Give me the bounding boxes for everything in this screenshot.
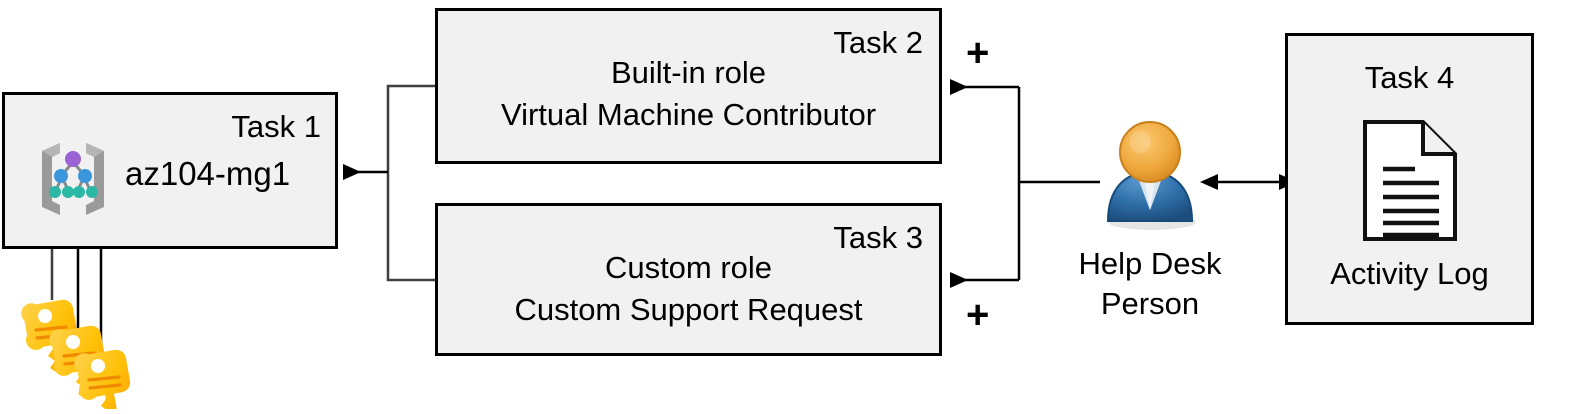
task2-label: Task 2 bbox=[833, 25, 923, 60]
plus-bottom: + bbox=[966, 293, 990, 337]
key-icon bbox=[74, 349, 131, 414]
task4-box[interactable]: Task 4 Activity Log bbox=[1285, 33, 1534, 325]
plus-top: + bbox=[966, 31, 990, 75]
document-icon bbox=[1361, 118, 1459, 243]
person-caption-line1: Help Desk bbox=[1078, 246, 1222, 281]
key-icon bbox=[21, 299, 78, 373]
management-group-icon bbox=[30, 135, 116, 217]
task2-line1: Built-in role bbox=[610, 55, 767, 90]
keys-group bbox=[14, 278, 144, 414]
task1-box[interactable]: Task 1 bbox=[2, 92, 338, 249]
task4-label: Task 4 bbox=[1364, 60, 1455, 95]
task3-label: Task 3 bbox=[833, 220, 923, 255]
person-caption-line2: Person bbox=[1100, 286, 1200, 321]
task3-line2: Custom Support Request bbox=[514, 292, 863, 327]
task4-caption: Activity Log bbox=[1330, 256, 1489, 291]
connector-roles-to-mg bbox=[343, 84, 435, 282]
task3-line1: Custom role bbox=[604, 250, 773, 285]
task1-mg-name: az104-mg1 bbox=[125, 155, 291, 192]
task1-label: Task 1 bbox=[231, 109, 321, 144]
task2-line2: Virtual Machine Contributor bbox=[500, 97, 877, 132]
task2-box[interactable]: Task 2 Built-in role Virtual Machine Con… bbox=[435, 8, 942, 164]
user-icon bbox=[1106, 121, 1196, 230]
task3-box[interactable]: Task 3 Custom role Custom Support Reques… bbox=[435, 203, 942, 356]
connector-person-to-roles bbox=[950, 79, 1100, 288]
help-desk-person[interactable] bbox=[1090, 118, 1210, 233]
